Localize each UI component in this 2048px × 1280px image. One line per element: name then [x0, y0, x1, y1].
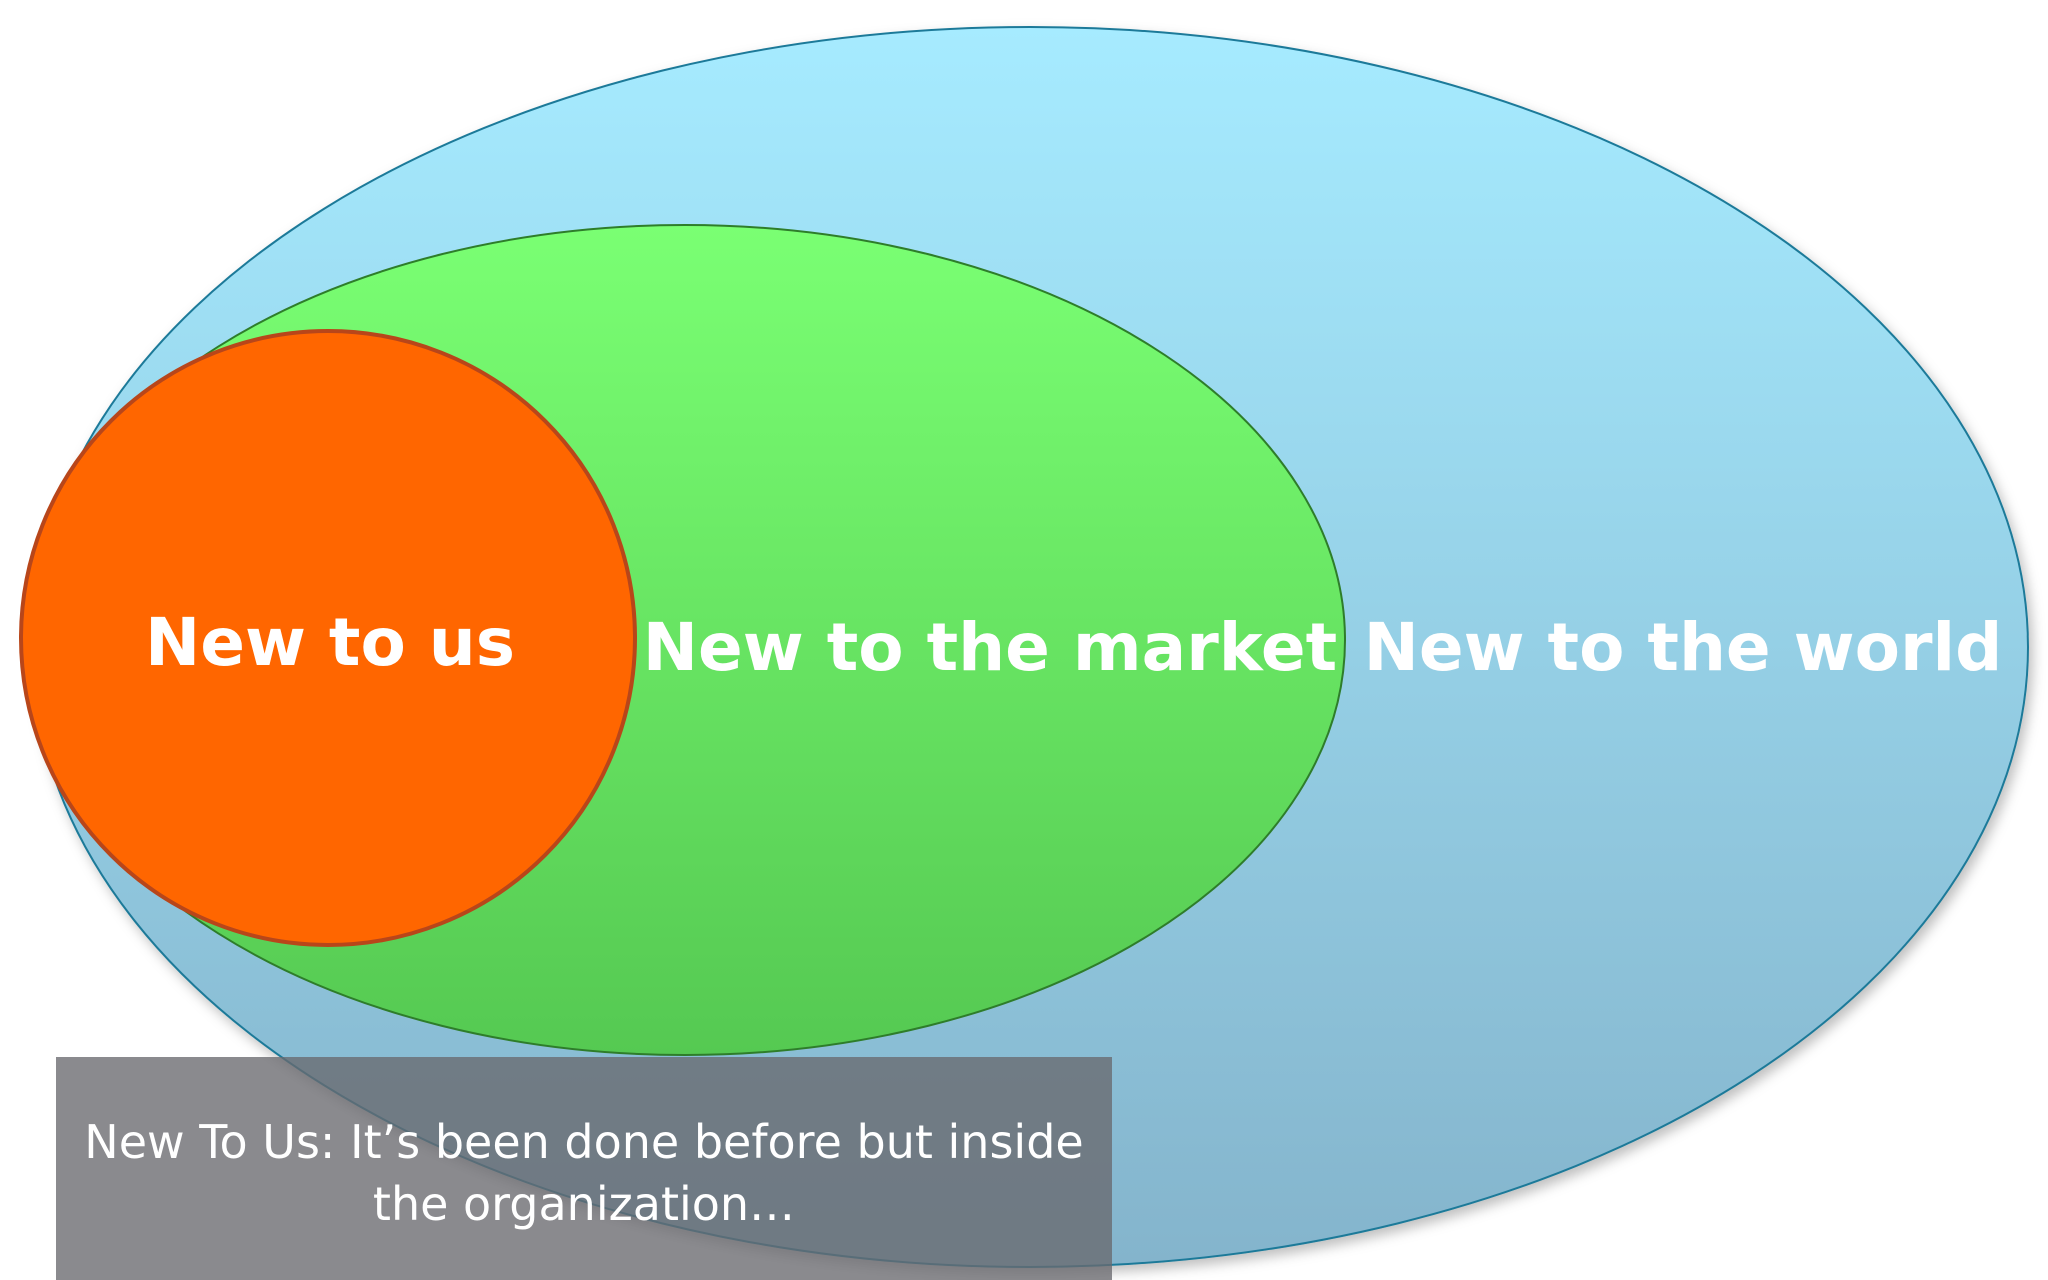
ring-label-market: New to the market [643, 609, 1337, 686]
caption-line-1: New To Us: It’s been done before but ins… [84, 1115, 1084, 1169]
caption-box: New To Us: It’s been done before but ins… [56, 1057, 1112, 1280]
ring-us [19, 329, 637, 947]
ring-label-us: New to us [145, 604, 515, 681]
ring-label-world: New to the world [1364, 609, 2003, 686]
caption-line-2: the organization… [372, 1177, 796, 1231]
